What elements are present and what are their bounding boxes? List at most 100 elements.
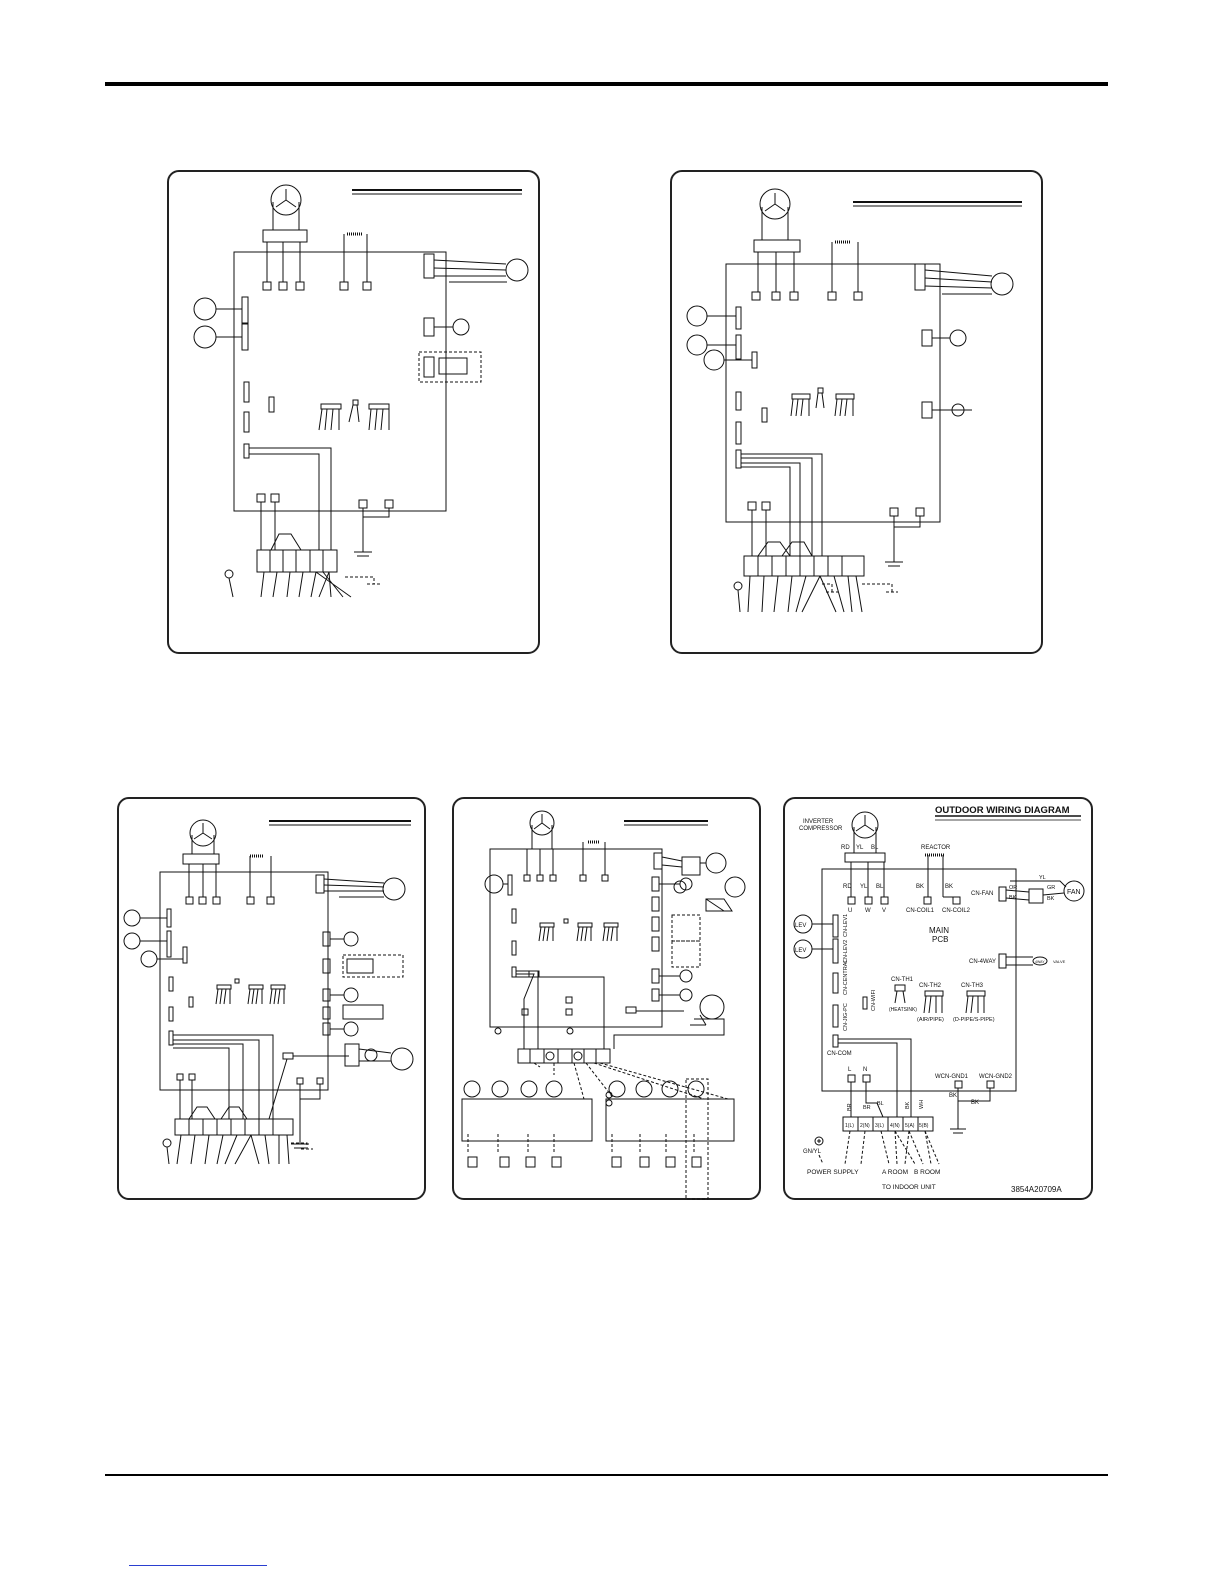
wiring-diagram-3 <box>123 819 414 1165</box>
fan-wire-bk: BK <box>1009 895 1017 901</box>
signal-wires <box>741 453 925 567</box>
gnd-wire-1: BK <box>949 1093 957 1099</box>
footer-link-underline[interactable] <box>129 1565 267 1566</box>
wiring-diagram-4 <box>461 810 746 1200</box>
power-terminal-l: L <box>848 1067 852 1073</box>
wiring-diagram-panel-4 <box>452 797 761 1200</box>
four-way-valve-icon <box>998 953 1048 969</box>
fan-motor <box>914 263 1014 296</box>
lev-connector-1: CN-LEV1 <box>843 914 849 937</box>
bottom-rule <box>105 1474 1108 1476</box>
ground-label: GN/YL <box>803 1149 822 1155</box>
valve-sensors <box>651 876 701 1002</box>
lev-connectors <box>193 296 249 351</box>
valve-sensors <box>322 931 404 1037</box>
fan-wire-or: OR <box>1009 885 1017 891</box>
terminal-blocks <box>517 1048 729 1107</box>
pcb-connectors <box>735 387 855 469</box>
four-way-label-1: 4WAY <box>1035 960 1045 964</box>
th2-label: CN-TH2 <box>919 983 942 989</box>
lev-connectors <box>484 874 513 896</box>
compressor-wire-1: RD <box>841 845 850 851</box>
signal-wires <box>249 447 394 557</box>
fan-connector: CN-FAN <box>971 891 993 897</box>
top-rule <box>105 82 1108 86</box>
left-connector-central: CN-CENTRAL <box>843 960 849 995</box>
power-terminal-n: N <box>863 1067 867 1073</box>
compressor-terminals <box>751 242 863 301</box>
outdoor-wiring-diagram-panel: OUTDOOR WIRING DIAGRAM INVERTER COMPRESS… <box>783 797 1093 1200</box>
terminal-wire-bl: BL <box>877 1101 884 1107</box>
gnd-label-1: WCN-GND1 <box>935 1074 969 1080</box>
wiring-diagram-2 <box>686 188 1022 613</box>
part-number: 3854A20709A <box>1011 1185 1062 1194</box>
signal-wires <box>494 970 725 1049</box>
fan-motor <box>423 253 529 283</box>
wiring-diagram-panel-2 <box>670 170 1043 654</box>
terminal-2n: 2(N) <box>860 1123 870 1129</box>
a-room-label: A ROOM <box>882 1169 908 1176</box>
pcb-wire-1: RD <box>843 884 852 890</box>
pcb-connectors <box>511 908 619 978</box>
com-connector: CN-COM <box>827 1051 852 1057</box>
coil-label-2: CN-COIL2 <box>942 908 971 914</box>
lev-icons <box>793 914 839 964</box>
uvw-w: W <box>865 908 871 914</box>
valve-sensors <box>921 329 972 419</box>
valve-sensors <box>418 317 482 383</box>
terminal-5a: 5(A) <box>905 1123 915 1129</box>
terminal-block <box>224 533 381 598</box>
uvw-u: U <box>848 908 852 914</box>
lev-label-2: LEV <box>795 948 806 954</box>
pcb-label-2: PCB <box>932 935 948 944</box>
fan-wire-bk2: BK <box>1047 896 1055 902</box>
pcb-connectors <box>243 381 390 459</box>
th3-label: CN-TH3 <box>961 983 984 989</box>
outdoor-wiring-diagram: OUTDOOR WIRING DIAGRAM INVERTER COMPRESS… <box>793 805 1085 1194</box>
lev-connectors <box>123 908 188 968</box>
compressor-icon <box>844 811 886 863</box>
th1-label: CN-TH1 <box>891 977 914 983</box>
lev-label-1: LEV <box>795 923 806 929</box>
power-supply-label: POWER SUPPLY <box>807 1169 859 1176</box>
gnd-wire-2: BK <box>971 1100 979 1106</box>
b-room-label: B ROOM <box>914 1169 940 1176</box>
diagram-title: OUTDOOR WIRING DIAGRAM <box>935 805 1070 816</box>
four-way-connector: CN-4WAY <box>969 959 996 965</box>
th3-sub: (D-PIPE/S-PIPE) <box>953 1017 995 1023</box>
compressor-label-1: INVERTER <box>803 819 834 825</box>
compressor-terminals <box>523 842 609 882</box>
compressor-wire-3: BL <box>871 845 879 851</box>
fan-icon <box>998 880 1085 904</box>
pcb-wire-3: BL <box>876 884 884 890</box>
reactor-label: REACTOR <box>921 845 951 851</box>
terminal-block <box>733 541 898 613</box>
wifi-connector: CN-WIFI <box>871 989 877 1011</box>
lev-connector-2: CN-LEV2 <box>843 940 849 963</box>
terminal-wire-bk: BK <box>905 1101 911 1109</box>
coil-label-1: CN-COIL1 <box>906 908 935 914</box>
four-way-label-2: VALVE <box>1053 959 1066 964</box>
gnd-label-2: WCN-GND2 <box>979 1074 1013 1080</box>
pcb-terminals <box>847 862 961 905</box>
wiring-diagram-1 <box>193 184 529 598</box>
signal-wires <box>173 1034 414 1149</box>
wiring-diagram-panel-3 <box>117 797 426 1200</box>
pcb-connectors <box>168 976 286 1046</box>
fan-label: FAN <box>1067 889 1081 896</box>
terminal-5b: 5(B) <box>919 1123 929 1129</box>
reactor-wire-1: BK <box>916 884 924 890</box>
pcb-wire-2: YL <box>860 884 868 890</box>
compressor-symbol <box>182 819 220 865</box>
left-connector-jig: CN-JIG-PC <box>843 1003 849 1031</box>
compressor-wire-2: YL <box>856 845 864 851</box>
pcb-label-1: MAIN <box>929 926 949 935</box>
lev-connectors <box>686 305 758 371</box>
terminal-1l: 1(L) <box>845 1123 854 1129</box>
compressor-symbol <box>262 184 308 243</box>
terminal-3l: 3(L) <box>875 1123 884 1129</box>
terminal-4n: 4(N) <box>890 1123 900 1129</box>
ground-icon <box>814 1136 824 1146</box>
th1-sub: (HEATSINK) <box>889 1007 917 1013</box>
fan-wire-gr: GR <box>1047 885 1055 891</box>
